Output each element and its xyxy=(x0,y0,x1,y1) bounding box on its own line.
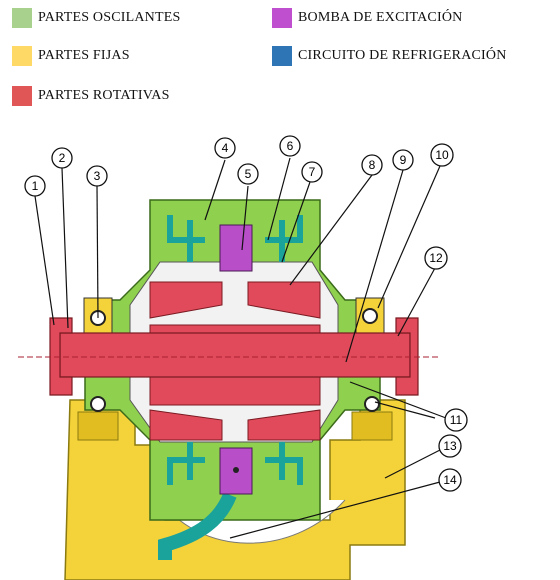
callout-7: 7 xyxy=(301,161,323,183)
callout-label-11: 11 xyxy=(450,413,463,427)
legend-label-rotating: PARTES ROTATIVAS xyxy=(38,88,170,103)
callout-label-10: 10 xyxy=(435,148,449,162)
legend-item-pump: BOMBA DE EXCITACIÓN xyxy=(272,8,462,28)
callout-label-6: 6 xyxy=(287,139,294,153)
legend-swatch-fixed xyxy=(12,46,32,66)
callout-1: 1 xyxy=(24,175,46,197)
callout-10: 10 xyxy=(430,143,454,167)
legend-label-cooling: CIRCUITO DE REFRIGERACIÓN xyxy=(298,48,507,63)
callout-label-12: 12 xyxy=(429,251,443,265)
callout-label-5: 5 xyxy=(245,167,252,181)
legend-item-cooling: CIRCUITO DE REFRIGERACIÓN xyxy=(272,46,507,66)
legend-label-fixed: PARTES FIJAS xyxy=(38,48,130,63)
callout-8: 8 xyxy=(361,154,383,176)
callout-4: 4 xyxy=(214,137,236,159)
cooling-circuit xyxy=(158,215,303,560)
callout-label-13: 13 xyxy=(443,439,457,453)
excitation-pump xyxy=(219,224,253,495)
legend-item-oscillating: PARTES OSCILANTES xyxy=(12,8,180,28)
callout-label-2: 2 xyxy=(59,151,66,165)
legend-swatch-rotating xyxy=(12,86,32,106)
legend-label-pump: BOMBA DE EXCITACIÓN xyxy=(298,10,463,25)
callout-label-4: 4 xyxy=(222,141,229,155)
legend-item-rotating: PARTES ROTATIVAS xyxy=(12,86,170,106)
legend-item-fixed: PARTES FIJAS xyxy=(12,46,130,66)
callout-label-14: 14 xyxy=(443,473,457,487)
callout-12: 12 xyxy=(424,246,448,270)
callout-9: 9 xyxy=(392,149,414,171)
rotating-parts xyxy=(18,281,440,441)
callout-label-9: 9 xyxy=(400,153,407,167)
callout-label-1: 1 xyxy=(32,179,39,193)
callout-label-3: 3 xyxy=(94,169,101,183)
legend-label-oscillating: PARTES OSCILANTES xyxy=(38,10,181,25)
callout-5: 5 xyxy=(237,163,259,185)
callout-11: 11 xyxy=(444,408,468,432)
leader-lines xyxy=(34,157,447,539)
callout-14: 14 xyxy=(438,468,462,492)
callout-6: 6 xyxy=(279,135,301,157)
legend-swatch-oscillating xyxy=(12,8,32,28)
callout-13: 13 xyxy=(438,434,462,458)
callout-label-7: 7 xyxy=(309,165,316,179)
callout-label-8: 8 xyxy=(369,158,376,172)
callout-3: 3 xyxy=(86,165,108,187)
legend-swatch-cooling xyxy=(272,46,292,66)
callout-2: 2 xyxy=(51,147,73,169)
legend-swatch-pump xyxy=(272,8,292,28)
